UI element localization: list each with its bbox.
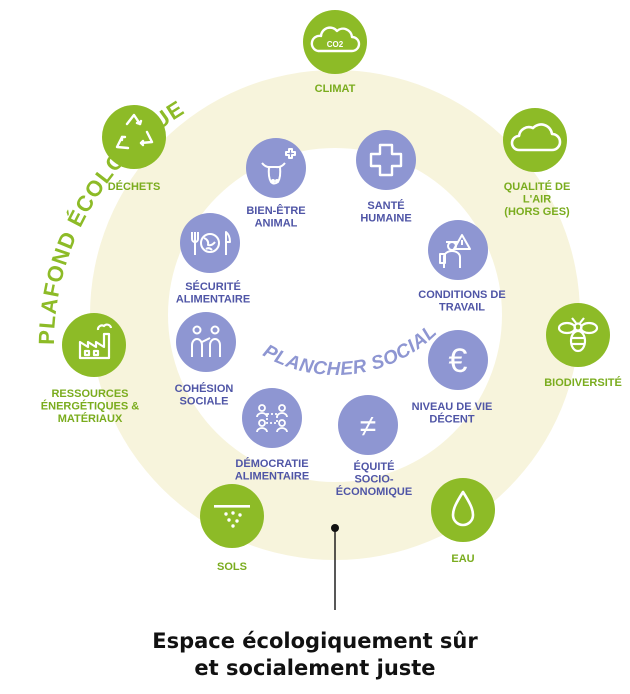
label-line: MATÉRIAUX xyxy=(58,412,123,425)
eco-sols: SOLS xyxy=(200,484,264,573)
people-network-icon xyxy=(256,404,288,433)
label-line: TRAVAIL xyxy=(439,302,485,314)
label-line: QUALITÉ DE xyxy=(504,180,571,193)
node-label: EAU xyxy=(451,553,474,565)
label-line: ÉNERGÉTIQUES & xyxy=(41,400,139,413)
caption-line-1: Espace écologiquement sûr xyxy=(152,629,478,653)
label-line: ÉQUITÉ xyxy=(354,460,395,473)
label-line: COHÉSION xyxy=(175,382,234,395)
label-line: ÉCONOMIQUE xyxy=(336,485,412,498)
recycle-icon xyxy=(115,113,154,150)
cow-cross-icon xyxy=(261,148,296,185)
eco-dechets: DÉCHETS xyxy=(102,105,166,193)
label-line: DÉCENT xyxy=(429,413,475,426)
caption-pointer-dot xyxy=(331,524,339,532)
label-line: BIODIVERSITÉ xyxy=(544,376,622,389)
factory-icon xyxy=(78,323,113,360)
label-line: SÉCURITÉ xyxy=(185,280,241,293)
label-line: CLIMAT xyxy=(315,83,356,95)
label-line: SOCIALE xyxy=(180,396,229,408)
label-line: ALIMENTAIRE xyxy=(235,471,309,483)
worker-warning-icon xyxy=(439,234,471,268)
label-line: DÉMOCRATIE xyxy=(235,457,308,470)
label-line: EAU xyxy=(451,553,474,565)
node-label: BIODIVERSITÉ xyxy=(544,376,622,389)
label-line: RESSOURCES xyxy=(51,388,128,400)
water-drop-icon xyxy=(451,490,475,527)
node-label: CLIMAT xyxy=(315,83,356,95)
label-line: ALIMENTAIRE xyxy=(176,294,250,306)
eco-eau: EAU xyxy=(431,478,495,565)
cloud-icon xyxy=(510,123,562,152)
eco-climat: CO2 CLIMAT xyxy=(303,10,367,95)
label-line: ANIMAL xyxy=(255,218,298,230)
label-line: HUMAINE xyxy=(360,213,411,225)
co2-label: CO2 xyxy=(327,40,344,49)
label-line: CONDITIONS DE xyxy=(418,289,505,301)
node-label: DÉCHETS xyxy=(108,180,161,193)
label-line: SANTÉ xyxy=(367,199,404,212)
not-equal-icon: ≠ xyxy=(360,410,376,443)
label-line: (HORS GES) xyxy=(504,206,570,218)
node-label: SOLS xyxy=(217,561,247,573)
label-line: NIVEAU DE VIE xyxy=(412,401,493,413)
label-line: SOCIO- xyxy=(354,474,393,486)
diagram-caption: Espace écologiquement sûr et socialement… xyxy=(0,628,630,682)
medical-cross-icon xyxy=(369,143,403,177)
bee-icon xyxy=(557,317,599,353)
euro-icon: € xyxy=(449,342,468,380)
label-line: BIEN-ÊTRE xyxy=(246,204,305,217)
plate-globe-icon xyxy=(191,231,231,255)
label-line: SOLS xyxy=(217,561,247,573)
label-line: DÉCHETS xyxy=(108,180,161,193)
caption-line-2: et socialement juste xyxy=(194,656,436,680)
people-holding-hands-icon xyxy=(191,325,221,357)
eco-biodiversite: BIODIVERSITÉ xyxy=(544,303,622,389)
co2-cloud-icon xyxy=(310,26,361,53)
soil-icon xyxy=(214,505,250,528)
label-line: L'AIR xyxy=(523,194,551,206)
